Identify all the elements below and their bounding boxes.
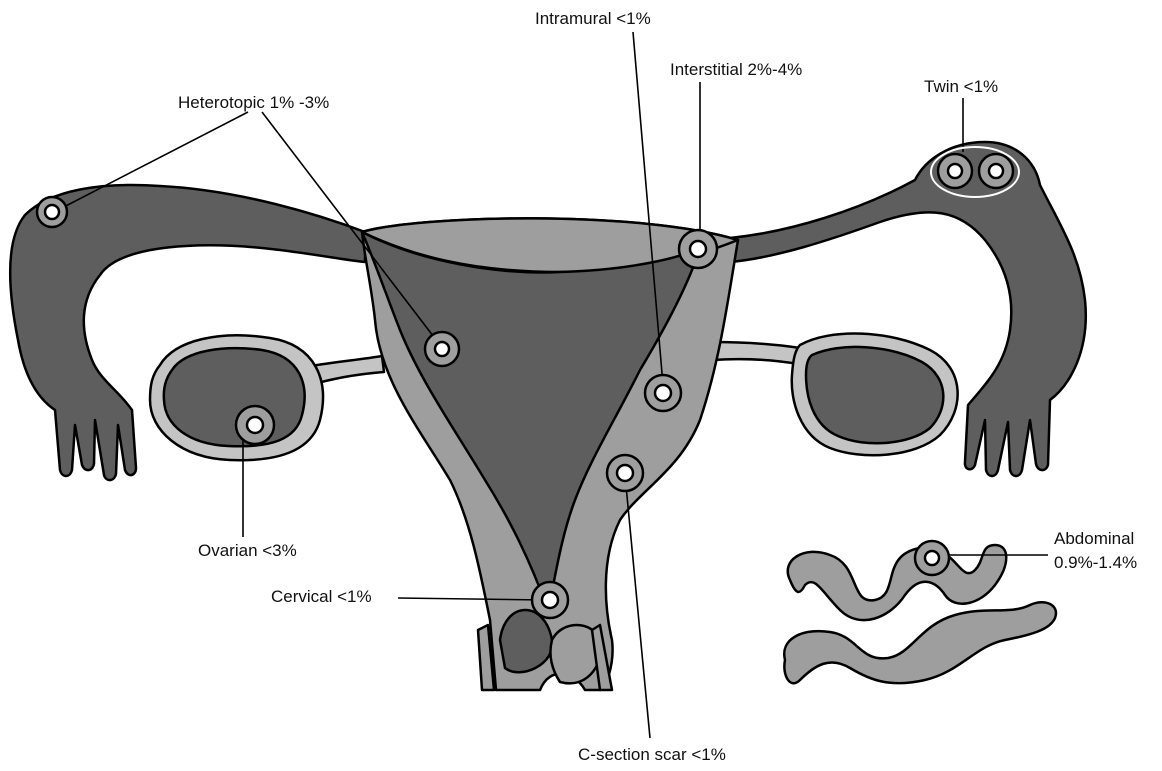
abdominal-label-line1: Abdominal xyxy=(1054,529,1134,548)
ovarian-site xyxy=(236,406,274,444)
interstitial-label: Interstitial 2%-4% xyxy=(670,60,802,79)
heterotopic-site-tube xyxy=(37,197,67,227)
csection-site xyxy=(607,455,643,491)
cervical-label: Cervical <1% xyxy=(271,587,372,606)
left-ovary xyxy=(150,335,323,460)
csection-leader xyxy=(625,475,650,738)
ovarian-label: Ovarian <3% xyxy=(198,541,297,560)
right-ovarian-ligament xyxy=(712,342,800,364)
intestine-loop-lower xyxy=(784,602,1056,683)
csection-label: C-section scar <1% xyxy=(578,745,726,764)
right-ovary xyxy=(792,334,958,456)
abdominal-site xyxy=(915,541,949,575)
intestine-loop-upper xyxy=(788,545,1007,620)
intramural-label: Intramural <1% xyxy=(535,9,651,28)
heterotopic-site-uterus xyxy=(425,332,459,366)
interstitial-site xyxy=(679,230,717,268)
twin-label: Twin <1% xyxy=(924,77,998,96)
heterotopic-label: Heterotopic 1% -3% xyxy=(178,93,329,112)
intramural-site xyxy=(645,375,681,411)
abdominal-label-line2: 0.9%-1.4% xyxy=(1054,553,1137,572)
uterus xyxy=(362,218,738,690)
cervical-site xyxy=(532,582,568,618)
